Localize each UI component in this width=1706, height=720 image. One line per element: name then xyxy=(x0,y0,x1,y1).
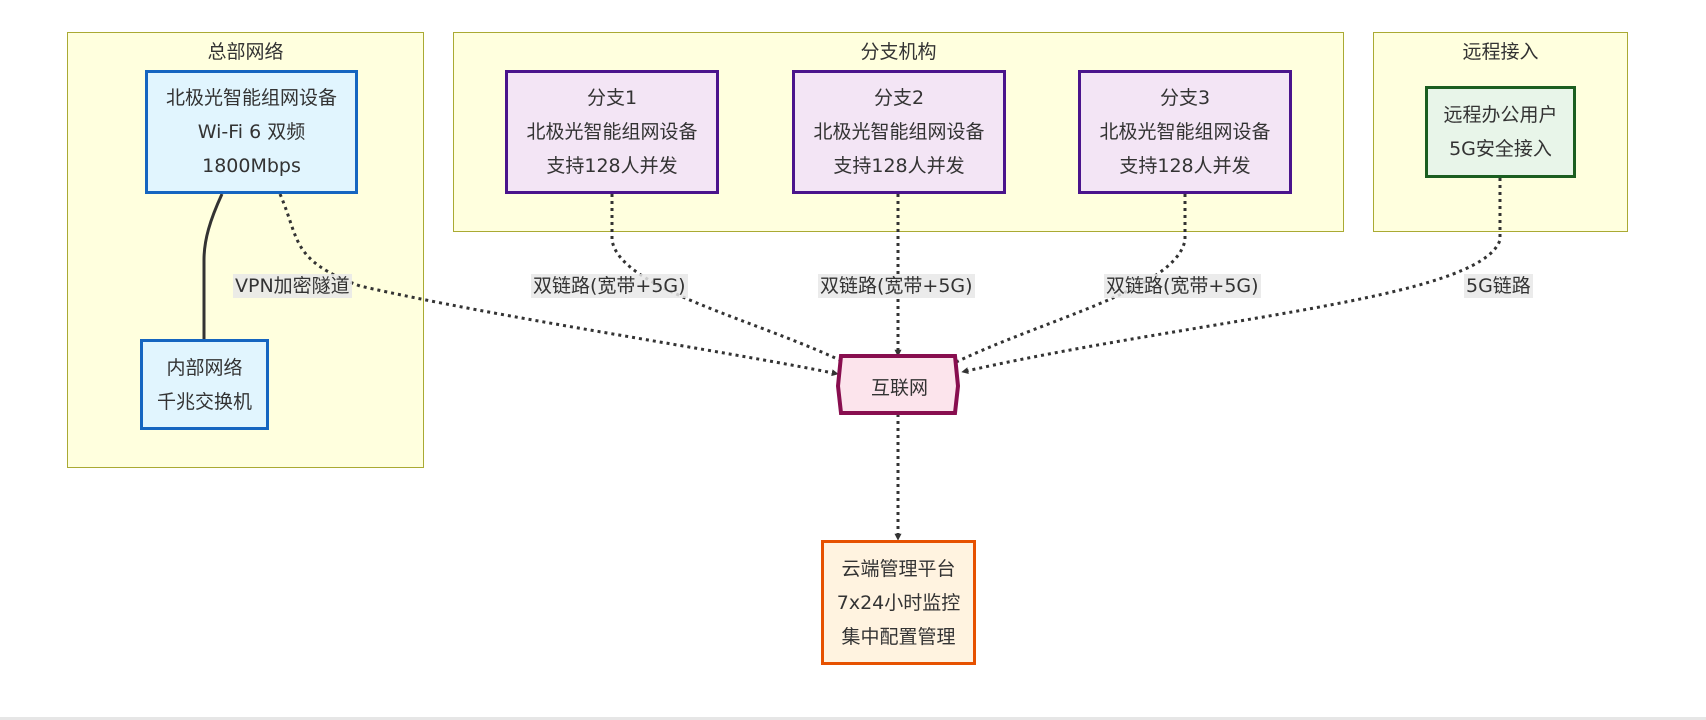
branch1-line-2: 北极光智能组网设备 xyxy=(526,121,698,143)
remote-user-line-2: 5G安全接入 xyxy=(1449,138,1552,160)
branch2-line-3: 支持128人并发 xyxy=(833,155,965,177)
branch2-line-2: 北极光智能组网设备 xyxy=(813,121,985,143)
remote-user-node: 远程办公用户 5G安全接入 xyxy=(1425,86,1576,178)
cluster-title-branches: 分支机构 xyxy=(860,41,937,63)
cloud-line-3: 集中配置管理 xyxy=(841,625,956,648)
edge-label-branch2: 双链路(宽带+5G) xyxy=(818,274,975,298)
branch1-node: 分支1 北极光智能组网设备 支持128人并发 xyxy=(505,70,719,194)
hq-device-line-2: Wi-Fi 6 双频 xyxy=(197,121,306,143)
cluster-title-hq: 总部网络 xyxy=(207,41,284,63)
internal-network-line-1: 内部网络 xyxy=(166,356,243,379)
cluster-title-remote: 远程接入 xyxy=(1462,41,1539,63)
internal-network-line-2: 千兆交换机 xyxy=(156,390,252,413)
edge-vpn-tunnel xyxy=(278,193,839,377)
branch3-node: 分支3 北极光智能组网设备 支持128人并发 xyxy=(1078,70,1292,194)
branch3-line-2: 北极光智能组网设备 xyxy=(1099,121,1271,143)
branch3-line-3: 支持128人并发 xyxy=(1119,155,1251,177)
cloud-line-2: 7x24小时监控 xyxy=(836,591,961,614)
bottom-divider xyxy=(0,717,1706,720)
branch3-line-1: 分支3 xyxy=(1159,87,1211,109)
cloud-line-1: 云端管理平台 xyxy=(841,557,956,580)
branch1-line-1: 分支1 xyxy=(586,87,638,109)
hq-network-device: 北极光智能组网设备 Wi-Fi 6 双频 1800Mbps xyxy=(145,70,358,194)
internal-network-node: 内部网络 千兆交换机 xyxy=(140,339,269,430)
edge-label-branch1: 双链路(宽带+5G) xyxy=(531,274,688,298)
hq-device-line-1: 北极光智能组网设备 xyxy=(165,87,337,109)
edge-label-remote: 5G链路 xyxy=(1464,274,1533,298)
edge-remote-internet xyxy=(961,178,1502,375)
edge-hq-internal xyxy=(202,193,224,340)
edge-label-vpn: VPN加密隧道 xyxy=(233,274,352,298)
hq-device-line-3: 1800Mbps xyxy=(202,155,301,177)
internet-hexagon xyxy=(835,354,961,415)
branch2-node: 分支2 北极光智能组网设备 支持128人并发 xyxy=(792,70,1006,194)
edge-label-branch3: 双链路(宽带+5G) xyxy=(1104,274,1261,298)
edge-branch3-internet xyxy=(947,194,1187,368)
remote-user-line-1: 远程办公用户 xyxy=(1443,104,1558,126)
cloud-platform-node: 云端管理平台 7x24小时监控 集中配置管理 xyxy=(821,540,976,665)
branch2-line-1: 分支2 xyxy=(873,87,925,109)
internet-label: 互联网 xyxy=(870,376,928,399)
branch1-line-3: 支持128人并发 xyxy=(546,155,678,177)
